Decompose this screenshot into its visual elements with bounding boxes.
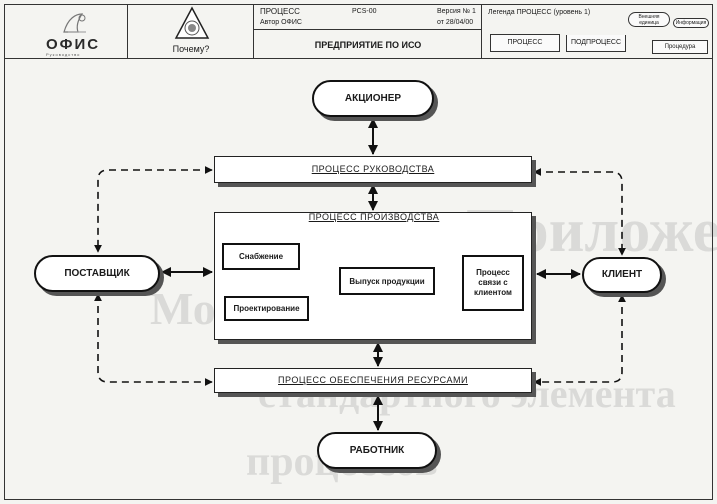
enterprise-title: ПРЕДПРИЯТИЕ ПО ИСО [314,40,422,50]
process-label: ПРОЦЕСС [260,7,300,16]
management-process-bar[interactable]: ПРОЦЕСС РУКОВОДСТВА [214,156,532,183]
legend-procedure: Процедура [652,40,708,54]
link-client-management-dashed [533,168,626,256]
link-supplier-management-dashed [94,166,213,253]
legend-subprocess: ПОДПРОЦЕСС [566,35,626,52]
logo-text: ОФИС [46,36,101,53]
supplier-node[interactable]: ПОСТАВЩИК [34,255,160,292]
production-process-title: ПРОЦЕСС ПРОИЗВОДСТВА [308,212,440,222]
link-client-resources-dashed [533,294,626,386]
why-cell[interactable]: Почему? [128,4,254,59]
link-supplier-resources-dashed [94,293,213,386]
document-info-row: ПРОЦЕСС PCS-00 Версия № 1 Автор ОФИС от … [254,4,482,30]
logo-mark-icon [63,13,86,33]
supply-subprocess[interactable]: Снабжение [222,243,300,270]
worker-node[interactable]: РАБОТНИК [317,432,437,469]
legend-title: Легенда ПРОЦЕСС (уровень 1) [488,9,591,16]
legend-external-unit: Внешняя единица [628,12,670,27]
production-process-box[interactable]: ПРОЦЕСС ПРОИЗВОДСТВА Снабжение Проектиро… [214,212,532,340]
logo-cell: ОФИС Руководство [4,4,128,59]
title-block: ОФИС Руководство Почему? ПРОЦЕСС PCS-00 … [4,4,713,59]
document-author: Автор ОФИС [260,19,302,26]
document-info-cell: ПРОЦЕСС PCS-00 Версия № 1 Автор ОФИС от … [254,4,482,59]
logo-subtext: Руководство [46,52,81,57]
warning-triangle-icon [174,6,210,39]
document-code: PCS-00 [352,8,377,15]
document-date: от 28/04/00 [437,19,474,26]
page-frame [4,4,713,500]
client-communication-subprocess[interactable]: Процесс связи с клиентом [462,255,524,311]
product-output-subprocess[interactable]: Выпуск продукции [339,267,435,295]
why-label: Почему? [172,44,210,54]
document-version: Версия № 1 [437,8,476,15]
resource-process-bar[interactable]: ПРОЦЕСС ОБЕСПЕЧЕНИЯ РЕСУРСАМИ [214,368,532,393]
shareholder-node[interactable]: АКЦИОНЕР [312,80,434,117]
legend-information: Информация [673,18,709,28]
legend-process: ПРОЦЕСС [490,34,560,52]
legend-cell: Легенда ПРОЦЕСС (уровень 1) Внешняя един… [482,4,713,59]
design-subprocess[interactable]: Проектирование [224,296,309,321]
client-node[interactable]: КЛИЕНТ [582,257,662,293]
